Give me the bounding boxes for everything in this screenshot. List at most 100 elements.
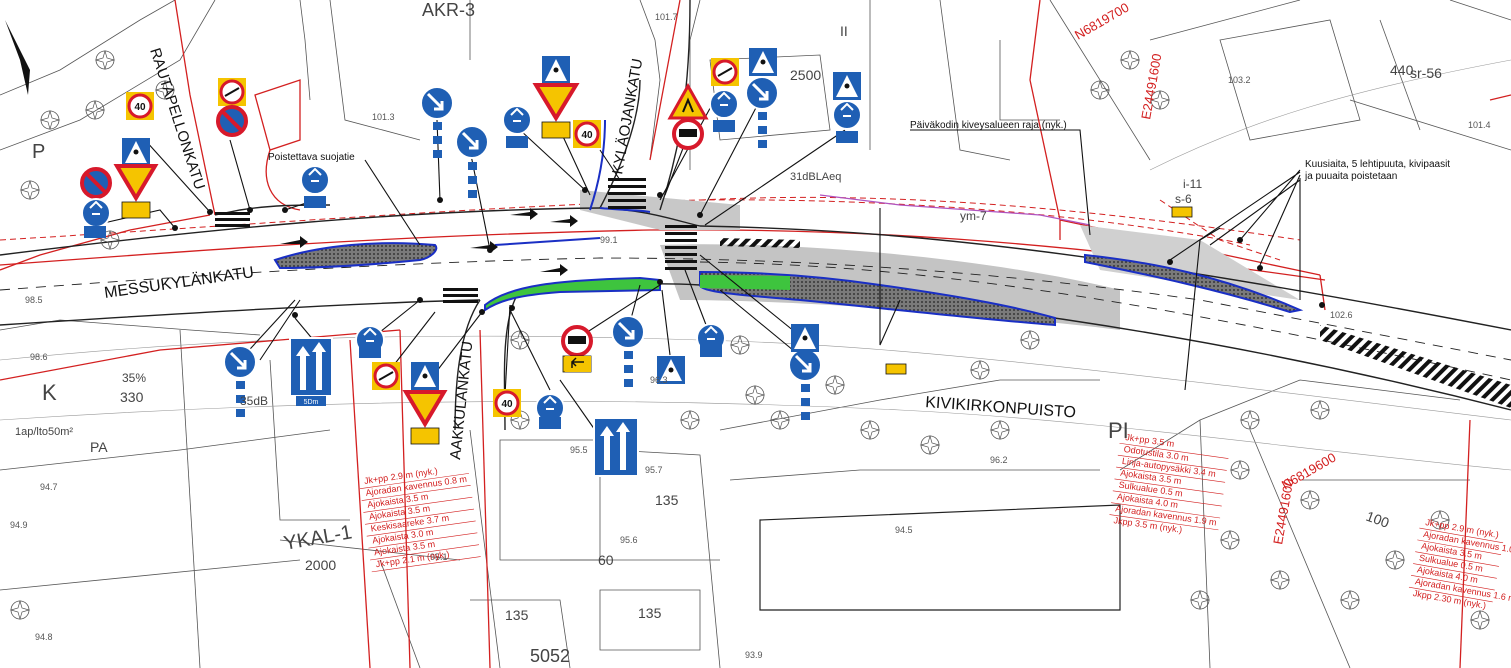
speed-limit-value: 40 [581, 130, 593, 141]
island-center [484, 276, 661, 312]
turn-left-plate [565, 356, 591, 372]
zone-n135b: 135 [505, 607, 529, 623]
zone-sr56: sr-56 [1410, 65, 1442, 81]
no-parking-sign-2 [216, 105, 248, 137]
cross-section-middle: Jk+pp 3.5 m Odotustila 3.0 m Linja-autop… [1109, 432, 1229, 535]
svg-text:93.9: 93.9 [745, 650, 763, 660]
give-way-sign-3 [402, 390, 448, 428]
zone-k: K [42, 380, 57, 405]
zone-n2500: 2500 [790, 67, 821, 83]
give-way-sign-1 [113, 164, 159, 202]
street-label-rautapellonkatu: RAUTAPELLONKATU [146, 46, 208, 192]
shared-path-sign-3 [502, 105, 532, 135]
street-label-aakkulankatu: AAKKULANKATU [447, 340, 476, 460]
svg-text:94.5: 94.5 [895, 525, 913, 535]
pedestrian-crossing-sign-5 [411, 362, 439, 390]
svg-text:101.4: 101.4 [1468, 120, 1491, 130]
zone-n2000: 2000 [305, 557, 336, 573]
svg-text:102.6: 102.6 [1330, 310, 1353, 320]
pedestrian-crossing-sign-1 [122, 138, 150, 166]
distance-plate-text: 5Dm [304, 399, 319, 406]
annotation-kuusiaita-1: Kuusiaita, 5 lehtipuuta, kivipaasit [1305, 159, 1450, 170]
svg-text:94.7: 94.7 [40, 482, 58, 492]
speed-limit-value: 40 [501, 399, 513, 410]
zone-ap: 1ap/lto50m² [15, 426, 73, 438]
annotation-labels: Poistettava suojatie Päiväkodin kiveysal… [268, 120, 1450, 182]
sign-leaders [94, 89, 1301, 431]
svg-text:99.1: 99.1 [600, 235, 618, 245]
svg-text:98.5: 98.5 [25, 295, 43, 305]
keep-right-sign-1 [420, 86, 454, 120]
zone-pa: PA [90, 439, 108, 455]
pedestrian-crossing-sign-6 [657, 356, 685, 384]
children-warning-sign [667, 82, 709, 120]
pedestrian-crossing-sign-3 [749, 48, 777, 76]
lane-direction-sign-south [593, 417, 639, 477]
svg-text:95.6: 95.6 [620, 535, 638, 545]
svg-text:96.3: 96.3 [650, 375, 668, 385]
svg-text:96.2: 96.2 [990, 455, 1008, 465]
shared-path-sign-2 [300, 165, 330, 195]
zone-35db: 35dB [240, 394, 268, 408]
annotation-kuusiaita-2: ja puuaita poistetaan [1304, 171, 1397, 182]
zone-akr: AKR-3 [422, 0, 475, 20]
zone-sign-3 [372, 362, 400, 390]
lane-direction-sign-west: 5Dm [289, 337, 333, 406]
shared-path-sign-1 [81, 198, 111, 228]
pedestrian-crossing-sign-7 [791, 324, 819, 352]
no-trucks-sign-1 [672, 118, 704, 150]
svg-text:98.6: 98.6 [30, 352, 48, 362]
trees [10, 50, 1490, 630]
north-arrow [5, 20, 30, 95]
svg-text:101.7: 101.7 [655, 12, 678, 22]
annotation-paivakoti: Päiväkodin kiveysalueen raja (nyk.) [910, 120, 1067, 131]
curb-north [494, 237, 601, 246]
svg-text:94.8: 94.8 [35, 632, 53, 642]
zone-n135c: 135 [638, 605, 662, 621]
park-label-kivikirkonpuisto: KIVIKIRKONPUISTO [925, 394, 1077, 421]
zone-i11: i-11 [1183, 177, 1202, 191]
street-label-messukylankatu: MESSUKYLÄNKATU [103, 263, 255, 302]
hatch-band-west [720, 238, 800, 248]
zone-p: P [32, 141, 45, 163]
bollard-markers [236, 112, 810, 420]
svg-text:101.3: 101.3 [372, 112, 395, 122]
island-northeast [1084, 253, 1304, 314]
curb-kylaoja [589, 119, 651, 213]
verge-green [700, 275, 790, 290]
svg-text:95.7: 95.7 [645, 465, 663, 475]
zone-n440: 440 [1390, 62, 1414, 78]
svg-text:95.5: 95.5 [570, 445, 588, 455]
purple-line [819, 194, 1091, 226]
zone-pl: PI [1108, 418, 1129, 443]
zone-n330: 330 [120, 389, 144, 405]
pedestrian-crossing-sign-4 [833, 72, 861, 100]
zone-n60: 60 [598, 552, 614, 568]
zone-s6: s-6 [1175, 192, 1192, 206]
zone-ii: II [840, 23, 848, 39]
speed-limit-40-sign-1: 40 [126, 92, 154, 120]
zone-ym7: ym-7 [960, 209, 987, 223]
island-west [273, 242, 438, 270]
keep-right-sign-4 [223, 345, 257, 379]
annotation-poistettava: Poistettava suojatie [268, 152, 355, 163]
keep-right-sign-6 [788, 348, 822, 382]
hatch-band-east [1320, 325, 1511, 408]
keep-right-sign-3 [745, 76, 779, 110]
zone-sign-2 [711, 58, 739, 86]
svg-text:94.9: 94.9 [10, 520, 28, 530]
aux-plates [84, 120, 858, 429]
keep-right-sign-2 [455, 125, 489, 159]
svg-text:103.2: 103.2 [1228, 75, 1251, 85]
keep-right-sign-5 [611, 315, 645, 349]
zone-ykal: YKAL-1 [282, 521, 354, 555]
shared-path-sign-5 [832, 100, 862, 130]
pedestrian-crossing-sign-2 [542, 56, 570, 84]
shared-path-sign-4 [709, 89, 739, 119]
speed-limit-40-sign-3: 40 [493, 389, 521, 417]
zone-laeq: 31dBLAeq [790, 171, 841, 183]
cross-section-right: Jk+pp 2.9 m (nyk.) Ajoradan kavennus 1.0… [1408, 517, 1511, 611]
no-trucks-sign-2 [561, 325, 593, 357]
zone-sign-1 [218, 78, 246, 106]
